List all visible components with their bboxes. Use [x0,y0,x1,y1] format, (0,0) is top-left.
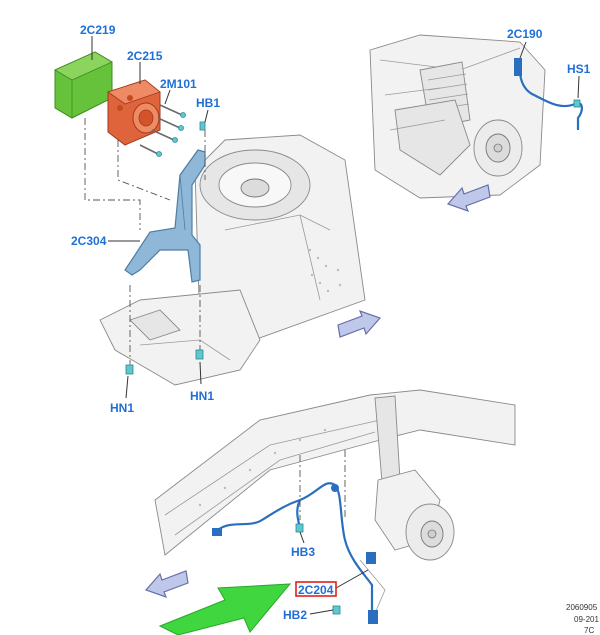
mounting-bracket [124,149,206,283]
direction-arrow-rear [446,184,491,213]
hn1-nut-right [195,349,204,360]
direction-arrow-forward [337,309,382,338]
leader-hb3 [299,531,305,544]
assembly-centerlines [84,118,206,365]
label-hn1-right: HN1 [190,389,214,403]
hn1-nut-left [125,364,134,375]
assembly-centerlines-bottom [299,450,346,520]
leader-hb2 [309,609,334,615]
label-hs1: HS1 [567,62,591,76]
label-2c204: 2C204 [298,583,334,597]
front-frame-structure [154,389,516,621]
control-module-green [54,51,113,119]
label-2c215: 2C215 [127,49,163,63]
mounting-bolts [139,104,206,157]
wheelhouse-structure [99,134,366,386]
leader-2c204 [335,569,369,589]
label-hb2: HB2 [283,608,307,622]
footer-line-2: 09-201 [574,615,599,624]
direction-arrow-front [144,570,189,599]
footer-line-1: 2060905 [566,603,598,612]
rear-suspension-inset [369,34,583,199]
label-hn1-left: HN1 [110,401,134,415]
highlight-arrow [158,583,292,635]
highlight-box-2c204 [295,581,337,597]
label-2c190: 2C190 [507,27,543,41]
wheel-speed-sensor-harness [212,482,378,624]
leaders-top-left [91,36,209,399]
hydraulic-unit-orange [107,79,161,146]
label-2m101: 2M101 [160,77,197,91]
label-hb3: HB3 [291,545,315,559]
footer-line-3: 7C [584,626,594,635]
label-2c219: 2C219 [80,23,116,37]
label-2c304: 2C304 [71,234,107,248]
label-hb1: HB1 [196,96,220,110]
